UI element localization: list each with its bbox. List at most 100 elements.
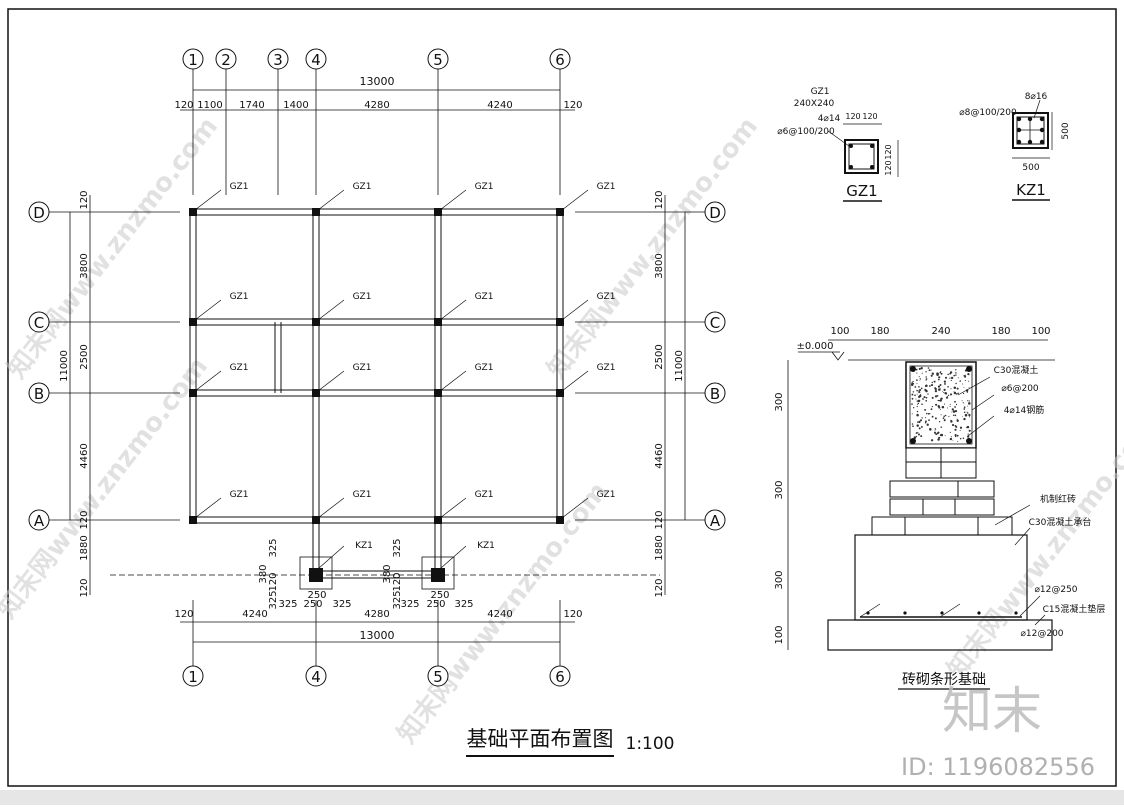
brick-courses [859, 447, 1018, 618]
speckle-dot [957, 377, 959, 379]
dim-top: 120 [174, 100, 193, 111]
kz1-footing [421, 556, 455, 590]
speckle-dot [934, 429, 936, 431]
kz1-bar [1039, 139, 1045, 145]
speckle-dot [939, 384, 942, 386]
kz-dims: 325 250 325 325 250 325 250 250 325 380 … [258, 538, 474, 610]
speckle-dot [944, 435, 946, 437]
gz1-column [556, 516, 564, 524]
kz1-caption: KZ1 [1016, 181, 1046, 199]
dim-left: 120 [79, 510, 90, 529]
dim-bottom: 4240 [487, 609, 512, 620]
section-top-dim: 100 [1031, 326, 1050, 337]
speckle-dot [947, 373, 949, 376]
section-left-dim: 300 [774, 480, 785, 499]
kz1-stirrup: ⌀8@100/200 [959, 108, 1017, 118]
gz1-column [434, 208, 442, 216]
leader [317, 370, 345, 392]
cushion [827, 619, 1053, 651]
speckle-dot [912, 380, 914, 383]
speckle-dot [948, 415, 950, 418]
speckle-dot [962, 383, 964, 385]
speckle-dot [911, 382, 914, 385]
axis-label: A [34, 512, 45, 530]
speckle-dot [939, 372, 941, 374]
axis-label: C [34, 314, 44, 332]
bottom-strip [0, 790, 1124, 805]
dim-top: 1400 [283, 100, 308, 111]
gz1-column [312, 318, 320, 326]
gz1-label: GZ1 [475, 292, 494, 302]
leader [317, 189, 345, 211]
speckle-dot [964, 375, 967, 378]
speckle-dot [957, 392, 959, 394]
speckle-dot [930, 374, 933, 377]
dim-left-total: 11000 [59, 350, 70, 382]
speckle-dot [943, 403, 946, 405]
gz1-column [189, 208, 197, 216]
leader [971, 394, 995, 411]
gz1-leader [827, 130, 850, 147]
speckle-dot [956, 418, 958, 420]
kz-dim: 325 [332, 599, 351, 610]
speckle-dot [936, 432, 939, 435]
speckle-dot [930, 384, 934, 387]
gz1-label: GZ1 [353, 182, 372, 192]
speckle-dot [925, 371, 927, 373]
speckle-dot [967, 412, 969, 414]
speckle-dot [937, 399, 939, 402]
gz1-label: GZ1 [230, 363, 249, 373]
speckle-dot [944, 376, 948, 379]
speckle-dot [943, 415, 945, 418]
speckle-dot [950, 388, 952, 390]
foundation-section: 100 180 240 180 100 ±0.000 300 300 300 1… [774, 326, 1105, 690]
dim-bottom-total: 13000 [360, 629, 395, 642]
speckle-dot [916, 393, 918, 395]
speckle-dot [910, 383, 914, 387]
level-mark: ±0.000 [796, 341, 833, 352]
leader [194, 189, 222, 211]
gz1-size: 240X240 [794, 99, 835, 109]
columns: GZ1GZ1GZ1GZ1GZ1GZ1GZ1GZ1GZ1GZ1GZ1GZ1GZ1G… [189, 182, 615, 590]
kz-dim: 380 [382, 564, 393, 583]
kz-dim: 120 [392, 572, 403, 591]
speckle-dot [938, 431, 940, 433]
axis-label: 5 [433, 668, 443, 686]
speckle-dot [951, 408, 954, 411]
speckle-dot [927, 393, 929, 395]
speckle-dot [949, 437, 953, 441]
speckle-dot [928, 419, 930, 421]
speckle-dot [919, 379, 921, 381]
speckle-dot [943, 380, 947, 383]
speckle-dot [956, 387, 959, 390]
speckle-dot [938, 436, 941, 439]
speckle-dot [931, 406, 933, 408]
speckle-dot [938, 421, 941, 423]
speckle-dot [963, 387, 965, 389]
speckle-dot [927, 367, 930, 369]
speckle-dot [964, 413, 968, 417]
speckle-dot [929, 428, 932, 431]
speckle-dot [966, 411, 968, 413]
rebar-hook [859, 603, 881, 618]
speckle-dot [916, 410, 919, 413]
kz1-bar [1016, 139, 1022, 145]
label-brick: 机制红砖 [1040, 493, 1076, 505]
brick-course [889, 480, 995, 498]
gz1-label: GZ1 [475, 363, 494, 373]
speckle-dot [916, 404, 918, 406]
foundation-plan: 13000 120 1100 1740 1400 4280 4240 120 1… [28, 48, 726, 687]
speckle-dot [928, 369, 931, 372]
speckle-dot [925, 378, 928, 380]
speckle-dot [916, 389, 918, 392]
speckle-dot [918, 433, 920, 436]
speckle-dot [967, 433, 969, 435]
speckle-dot [931, 396, 934, 399]
leader [194, 370, 222, 392]
speckle-dot [913, 407, 915, 409]
speckle-dot [938, 376, 941, 379]
gz1-stirrup-shape [848, 143, 875, 170]
